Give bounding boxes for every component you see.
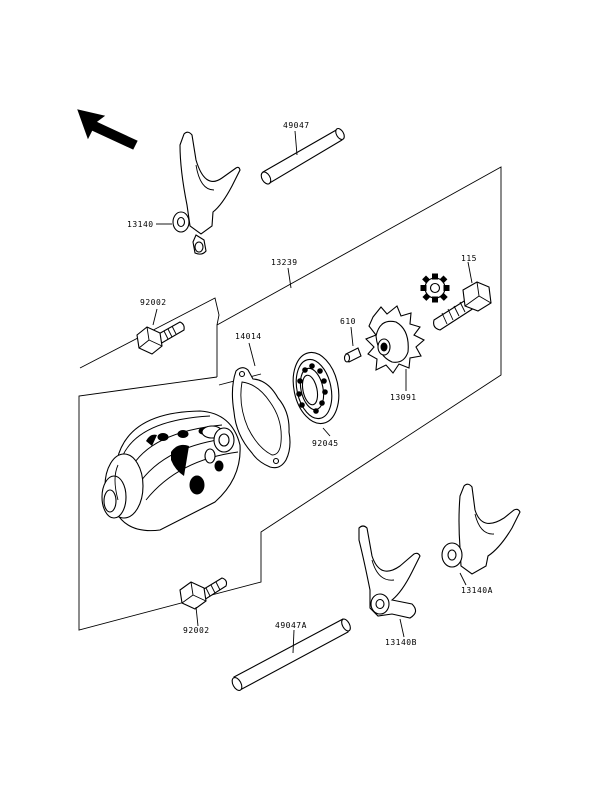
shift-rod-bottom — [231, 618, 351, 692]
gasket — [231, 367, 291, 469]
shift-fork-right — [441, 483, 521, 575]
callout-fork-right: 13140A — [461, 586, 493, 595]
leader-bolt-top-left — [152, 308, 158, 326]
leader-shaft-top — [294, 130, 298, 156]
leader-shaft-bottom — [292, 629, 295, 654]
bolt-top-left — [136, 321, 185, 355]
callout-shaft-bottom: 49047A — [275, 621, 307, 630]
callout-assembly: 13239 — [271, 258, 298, 267]
leader-fork-right — [459, 572, 467, 586]
callout-fork-middle: 13140B — [385, 638, 417, 647]
callout-bolt-bottom-left: 92002 — [183, 626, 210, 635]
callout-bolt-right: 115 — [461, 254, 477, 263]
front-arrow-icon — [77, 109, 138, 150]
shift-fork-middle — [358, 525, 421, 619]
callout-bolt-top-left: 92002 — [140, 298, 167, 307]
callout-shaft-top: 49047 — [283, 121, 310, 130]
dowel-pin — [343, 347, 362, 363]
leader-fork-middle — [399, 618, 405, 638]
bolt-right — [433, 281, 492, 331]
callout-star-cam: 13091 — [390, 393, 417, 402]
ball-bearing — [292, 351, 340, 425]
bolt-bottom-left — [179, 577, 228, 610]
leader-pin — [350, 326, 354, 347]
shift-rod-top — [260, 127, 345, 185]
shift-fork-top — [172, 131, 241, 255]
shift-cam-star — [365, 305, 425, 374]
leader-assembly — [287, 267, 292, 289]
leader-bolt-bottom-left — [195, 606, 199, 627]
leader-bolt-right — [467, 261, 473, 284]
callout-gasket: 14014 — [235, 332, 262, 341]
shift-drum — [101, 410, 241, 532]
callout-bearing: 92045 — [312, 439, 339, 448]
callout-fork-top: 13140 — [127, 220, 154, 229]
leader-bearing — [322, 427, 331, 437]
callout-pin: 610 — [340, 317, 356, 326]
assembly-bracket — [78, 166, 502, 631]
leader-gasket — [248, 342, 256, 367]
gear-icon — [420, 273, 450, 303]
